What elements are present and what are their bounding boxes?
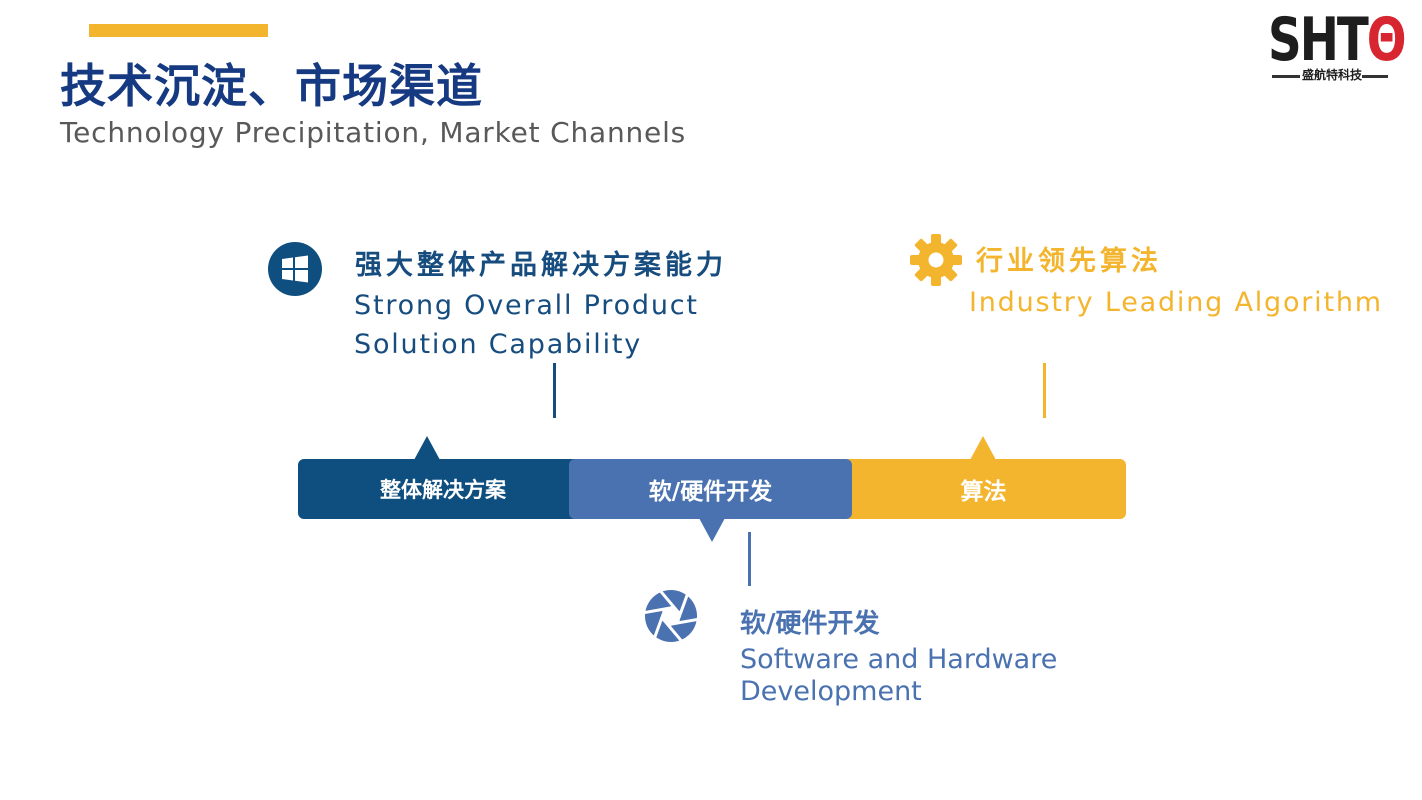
pointer-down-development bbox=[699, 518, 725, 542]
feature-desc-line: Software and Hardware bbox=[740, 644, 1058, 675]
logo-mark-prefix: SHT bbox=[1268, 6, 1369, 75]
feature-title-solution: 强大整体产品解决方案能力 bbox=[355, 250, 727, 281]
feature-desc-line: Strong Overall Product bbox=[354, 290, 699, 321]
windows-icon bbox=[268, 242, 322, 296]
accent-bar bbox=[89, 24, 268, 37]
page-title: 技术沉淀、市场渠道 bbox=[60, 59, 483, 113]
timeline-segment-solution: 整体解决方案 bbox=[298, 459, 588, 519]
feature-title-algorithm: 行业领先算法 bbox=[976, 246, 1162, 277]
connector-line-algorithm bbox=[1043, 363, 1046, 418]
logo-divider-right bbox=[1362, 75, 1388, 78]
gear-icon bbox=[910, 234, 962, 286]
company-logo: SHTΘ 盛航特科技 bbox=[1268, 6, 1407, 88]
feature-desc-algorithm: Industry Leading Algorithm bbox=[969, 287, 1383, 318]
feature-desc-line: Development bbox=[740, 676, 922, 707]
connector-line-solution bbox=[553, 363, 556, 418]
logo-mark: SHTΘ bbox=[1268, 6, 1407, 75]
logo-mark-suffix: Θ bbox=[1366, 6, 1407, 75]
logo-divider-left bbox=[1272, 75, 1300, 78]
logo-company-name: 盛航特科技 bbox=[1302, 68, 1363, 82]
pointer-up-algorithm bbox=[970, 436, 996, 460]
pointer-up-solution bbox=[414, 436, 440, 460]
timeline-segment-algorithm: 算法 bbox=[841, 459, 1126, 519]
feature-desc-development: Software and Hardware Development bbox=[740, 644, 1057, 708]
aperture-icon bbox=[644, 589, 698, 643]
timeline-segment-development: 软/硬件开发 bbox=[569, 459, 852, 519]
connector-line-development bbox=[748, 532, 751, 586]
feature-desc-solution: Strong Overall Product Solution Capabili… bbox=[354, 286, 699, 364]
feature-desc-line: Solution Capability bbox=[354, 329, 643, 360]
page-subtitle: Technology Precipitation, Market Channel… bbox=[60, 116, 687, 149]
feature-title-development: 软/硬件开发 bbox=[740, 609, 880, 639]
